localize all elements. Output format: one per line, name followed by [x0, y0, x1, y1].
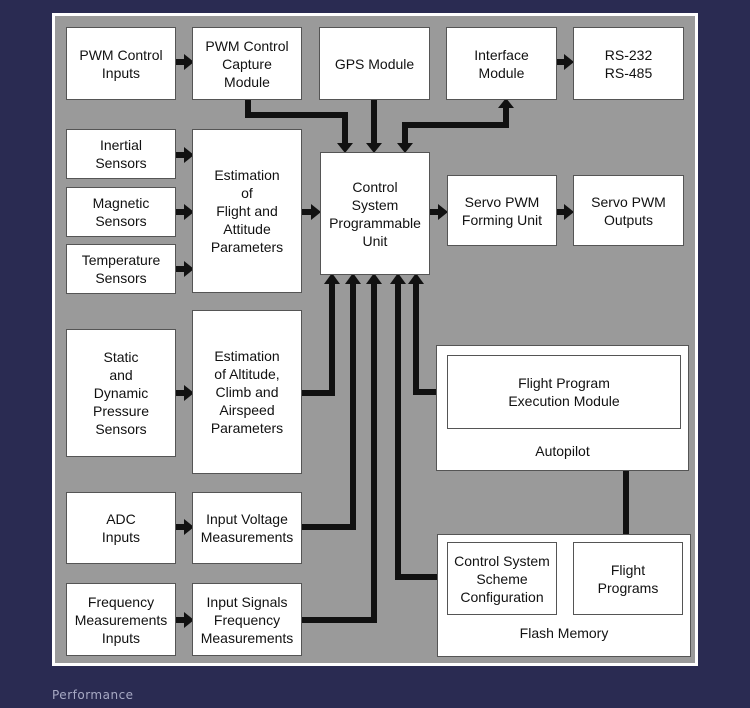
- flight-attitude-estimation-block: Estimation of Flight and Attitude Parame…: [192, 129, 302, 293]
- arrowhead: [438, 204, 448, 220]
- servo-pwm-outputs-block: Servo PWM Outputs: [573, 175, 684, 246]
- arrowhead: [408, 273, 424, 284]
- temperature-sensors-block: Temperature Sensors: [66, 244, 176, 294]
- servo-pwm-forming-unit-block: Servo PWM Forming Unit: [447, 175, 557, 246]
- arrowhead: [184, 147, 194, 163]
- input-voltage-block: Input Voltage Measurements: [192, 492, 302, 564]
- pwm-control-inputs-block: PWM Control Inputs: [66, 27, 176, 100]
- arrowhead: [564, 204, 574, 220]
- arrow-voltage-to-control: [302, 284, 356, 530]
- arrowhead: [184, 261, 194, 277]
- arrowhead: [337, 143, 353, 153]
- arrowhead: [390, 273, 406, 284]
- flight-program-execution-block: Flight Program Execution Module: [447, 355, 681, 429]
- magnetic-sensors-block: Magnetic Sensors: [66, 187, 176, 237]
- flight-programs-block: Flight Programs: [573, 542, 683, 615]
- arrow-interface-control-link: [402, 108, 509, 143]
- flash-memory-label: Flash Memory: [519, 625, 609, 641]
- autopilot-label: Autopilot: [535, 443, 590, 459]
- arrowhead: [366, 273, 382, 284]
- caption: Performance: [52, 688, 134, 702]
- arrow-control-to-flight-exec: [413, 284, 437, 395]
- adc-inputs-block: ADC Inputs: [66, 492, 176, 564]
- arrowhead: [184, 385, 194, 401]
- arrowhead: [324, 273, 340, 284]
- arrowhead: [366, 143, 382, 153]
- arrowhead: [498, 98, 514, 108]
- inertial-sensors-block: Inertial Sensors: [66, 129, 176, 179]
- cs-scheme-config-block: Control System Scheme Configuration: [447, 542, 557, 615]
- frequency-inputs-block: Frequency Measurements Inputs: [66, 583, 176, 656]
- pwm-control-capture-block: PWM Control Capture Module: [192, 27, 302, 100]
- rs-232-rs-485-block: RS-232 RS-485: [573, 27, 684, 100]
- arrowhead: [311, 204, 321, 220]
- interface-module-block: Interface Module: [446, 27, 557, 100]
- gps-module-block: GPS Module: [319, 27, 430, 100]
- arrowhead: [345, 273, 361, 284]
- altitude-airspeed-estimation-block: Estimation of Altitude, Climb and Airspe…: [192, 310, 302, 474]
- pressure-sensors-block: Static and Dynamic Pressure Sensors: [66, 329, 176, 457]
- arrowhead: [397, 143, 413, 153]
- arrowhead: [184, 612, 194, 628]
- arrowhead: [184, 54, 194, 70]
- arrow-capture-to-control: [245, 99, 348, 143]
- input-signals-frequency-block: Input Signals Frequency Measurements: [192, 583, 302, 656]
- arrowhead: [184, 204, 194, 220]
- arrow-config-to-control: [395, 284, 447, 580]
- arrow-altitude-estimation-to-control: [302, 284, 335, 396]
- arrow-signals-to-control: [302, 284, 377, 623]
- control-system-programmable-unit-block: Control System Programmable Unit: [320, 152, 430, 275]
- arrowhead: [564, 54, 574, 70]
- arrowhead: [184, 519, 194, 535]
